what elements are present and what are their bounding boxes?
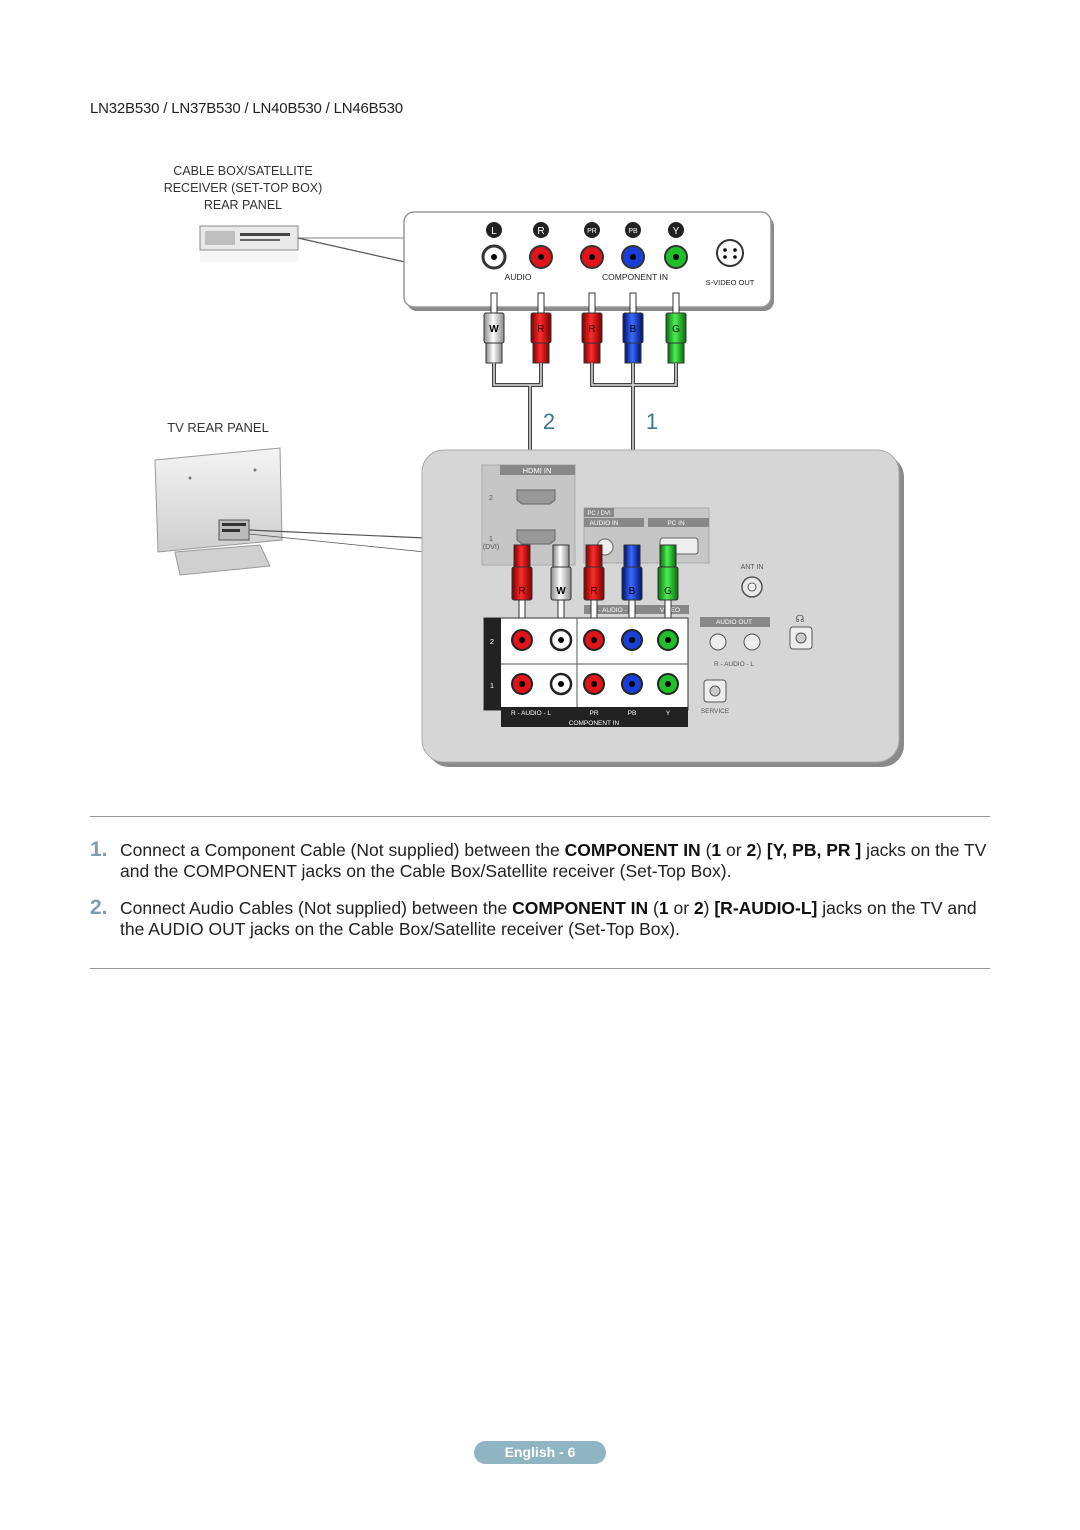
source-audio-label: AUDIO [505, 272, 532, 282]
bottom-plug-label-r1: R [518, 586, 525, 597]
bottom-plug-label-b: B [629, 586, 636, 597]
source-jack-letters: L R PR PB Y [486, 222, 684, 238]
top-plug-label-r1: R [537, 324, 544, 335]
jack-letter-y: Y [673, 226, 680, 237]
bottom-plug-r1: R [511, 544, 533, 619]
model-title: LN32B530 / LN37B530 / LN40B530 / LN46B53… [90, 100, 403, 117]
bottom-plug-w: W [550, 544, 572, 619]
tv-rear-panel-caption: TV REAR PANEL [167, 420, 269, 435]
bottom-plug-label-g: G [664, 586, 672, 597]
service-label: SERVICE [701, 708, 730, 715]
bottom-plug-label-r2: R [590, 586, 597, 597]
jack-letter-pb: PB [628, 228, 638, 235]
jack-letter-r: R [537, 226, 544, 237]
step-1-number: 1. [90, 838, 108, 861]
component-audio-label: R - AUDIO - L [511, 710, 551, 717]
audio-out-rl-label: R - AUDIO - L [714, 661, 754, 668]
row-label-1: 1 [490, 681, 494, 690]
top-plug-label-b: B [630, 324, 637, 335]
bottom-plug-label-w: W [556, 586, 566, 597]
hdmi-label: HDMI IN [523, 466, 552, 475]
tv-right-jacks: ANT IN AUDIO OUT R - AUDIO - L ☊ SERVICE [700, 564, 813, 715]
jack-letter-pr: PR [587, 228, 597, 235]
divider-bottom [90, 968, 990, 969]
audio-out-label: AUDIO OUT [716, 619, 752, 626]
bottom-plug-g: G [657, 544, 679, 619]
tv-thumbnail [154, 447, 283, 576]
top-plugs: W R R B G [483, 292, 687, 364]
instruction-steps: 1. Connect a Component Cable (Not suppli… [90, 838, 995, 956]
pc-in: PC IN [667, 520, 685, 527]
source-component-label: COMPONENT IN [602, 272, 668, 282]
cable-box-image [199, 225, 299, 262]
component-y-label: Y [666, 710, 671, 717]
hdmi-dvi: (DVI) [483, 544, 499, 551]
tv-component-jacks: 2 1 R - AUDIO - L PR PB Y COMPONENT IN [483, 617, 689, 727]
connection-diagram: CABLE BOX/SATELLITE RECEIVER (SET-TOP BO… [154, 164, 904, 767]
av-labels: R - AUDIO - L VIDEO [584, 605, 689, 614]
component-in-label: COMPONENT IN [569, 720, 620, 727]
pc-audio-in: AUDIO IN [590, 520, 619, 527]
top-plug-label-r2: R [588, 324, 595, 335]
cable-box-caption-3: REAR PANEL [204, 198, 282, 212]
cable-box-caption-2: RECEIVER (SET-TOP BOX) [164, 181, 323, 195]
cable-box-caption-1: CABLE BOX/SATELLITE [173, 164, 312, 178]
top-plug-r2: R [581, 292, 603, 364]
source-jacks [481, 239, 744, 270]
step-2: 2. Connect Audio Cables (Not supplied) b… [90, 896, 977, 939]
top-plug-label-w: W [489, 324, 499, 335]
hdmi-port-2: 2 [489, 495, 493, 502]
bottom-plugs: R W R B G [511, 544, 679, 619]
top-plug-label-g: G [672, 324, 680, 335]
headphone-icon: ☊ [796, 614, 805, 625]
step-1: 1. Connect a Component Cable (Not suppli… [90, 838, 987, 881]
cable-number-1: 1 [646, 409, 658, 434]
divider-top [90, 816, 990, 817]
av-audio-label: R - AUDIO - L [592, 607, 632, 614]
top-plug-b: B [622, 292, 644, 364]
cable-number-2: 2 [543, 409, 555, 434]
component-pr-label: PR [589, 710, 598, 717]
hdmi-port-1: 1 [489, 536, 493, 543]
bottom-plug-b: B [621, 544, 643, 619]
source-svideo-label: S-VIDEO OUT [706, 278, 755, 287]
top-plug-w: W [483, 292, 505, 364]
component-pb-label: PB [628, 710, 637, 717]
top-plug-g: G [665, 292, 687, 364]
pc-dvi-block: PC / DVI AUDIO IN PC IN [583, 507, 710, 564]
ant-in-label: ANT IN [741, 564, 764, 571]
row-label-2: 2 [490, 637, 494, 646]
jack-letter-l: L [491, 226, 497, 237]
bottom-plug-r2: R [583, 544, 605, 619]
step-2-number: 2. [90, 896, 108, 919]
pc-dvi-label: PC / DVI [587, 511, 611, 517]
page-number-badge: English - 6 [474, 1441, 606, 1464]
